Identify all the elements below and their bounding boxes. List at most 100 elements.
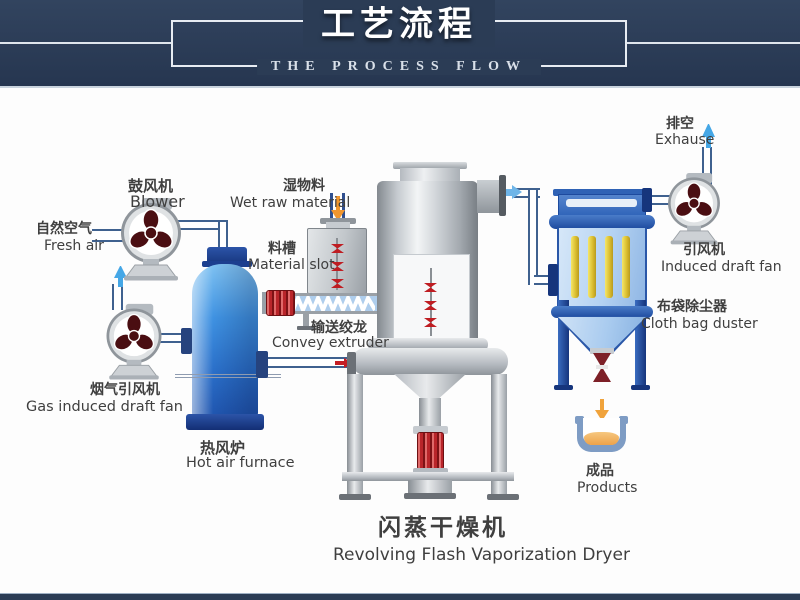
duster-funnel (558, 317, 646, 350)
furnace-body (192, 264, 258, 418)
conveyor-motor (266, 290, 295, 316)
valve-flange (590, 348, 614, 354)
filter-bag-2 (588, 236, 596, 298)
pipe-gasfan-furnace (158, 333, 185, 343)
label-material-slot-en: Material slot (248, 257, 335, 273)
label-fresh-air-zh: 自然空气 (36, 221, 92, 237)
drum-inlet-flange (347, 352, 356, 378)
gas-induced-fan-icon (106, 303, 162, 380)
label-wet-material-zh: 湿物料 (283, 178, 325, 194)
header-left-rule (0, 42, 171, 44)
product-arrow-icon (595, 410, 609, 421)
duster-foot-right (631, 385, 650, 390)
label-blower-en: Blower (130, 192, 185, 211)
dryer-cap-lip (393, 162, 467, 169)
page-title: 工艺流程 (303, 0, 495, 48)
label-induced-fan-en: Induced draft fan (661, 259, 782, 275)
pipe-blower-out-h (178, 220, 228, 230)
dryer-foot-left (339, 494, 371, 500)
dryer-outlet-flange (499, 175, 506, 216)
blower-fan-icon (121, 198, 181, 281)
pipe-gasfan-top (112, 284, 123, 310)
duster-inlet-flange (548, 264, 558, 296)
pipe-dryer-duster-down (528, 190, 538, 285)
exhaust-arrow-icon (702, 124, 715, 137)
dryer-motor (417, 432, 444, 470)
slot-lid (320, 218, 356, 224)
filter-bag-4 (622, 236, 630, 298)
furnace-bracket (175, 374, 281, 378)
label-duster-zh: 布袋除尘器 (657, 299, 727, 315)
duster-bottom-collar (551, 306, 653, 318)
conveyor-foot (297, 326, 315, 330)
label-induced-fan-zh: 引风机 (683, 242, 725, 258)
duster-outlet-flange (642, 188, 652, 212)
label-gas-fan-en: Gas induced draft fan (26, 399, 183, 415)
pipe-exhaust (702, 147, 712, 185)
dryer-motor-topcap (413, 426, 448, 434)
pipe-furnace-dryer (266, 357, 352, 368)
dryer-cap (400, 168, 460, 182)
dryer-drum (352, 348, 508, 375)
label-extruder-en: Convey extruder (272, 335, 389, 351)
furnace-cap (207, 247, 247, 265)
conveyor-motor-cap (262, 292, 267, 314)
duster-lid-lip (553, 189, 651, 196)
dryer-outlet-duct (477, 180, 503, 213)
screw-zigzag-icon (293, 296, 375, 311)
furnace-base (186, 414, 264, 430)
dryer-neck (419, 398, 441, 432)
dryer-leg-left (347, 374, 363, 496)
pipe-blower-out-v (218, 222, 228, 250)
dryer-crossbeam (342, 472, 514, 481)
outlet-arrow-stem (503, 189, 513, 196)
dryer-foot-center (404, 493, 456, 499)
valve-bottom (593, 367, 611, 382)
feed-arrow-icon (331, 210, 345, 221)
furnace-right-flange (256, 351, 268, 378)
exhaust-arrow-stem (706, 136, 711, 148)
page-subtitle: THE PROCESS FLOW (257, 59, 541, 75)
pipe-duster-fan (648, 195, 676, 205)
product-arrow-stem (600, 399, 604, 411)
duster-top-collar (549, 215, 655, 229)
label-dryer-zh: 闪蒸干燥机 (378, 515, 508, 541)
product-material (584, 432, 619, 445)
filter-bag-3 (605, 236, 613, 298)
label-exhaust-en: Exhause (655, 132, 715, 148)
duster-leg-left (558, 300, 569, 388)
gas-up-arrow-stem (118, 277, 123, 287)
conveyor-support (303, 314, 309, 327)
label-furnace-en: Hot air furnace (186, 455, 295, 471)
label-fresh-air-en: Fresh air (44, 238, 104, 254)
induced-draft-fan-icon (668, 173, 720, 245)
label-extruder-zh: 输送绞龙 (311, 320, 367, 336)
feed-pipe-left-line (330, 193, 333, 223)
dryer-motor-stand (408, 480, 452, 494)
outlet-arrow-icon (512, 185, 522, 199)
label-dryer-en: Revolving Flash Vaporization Dryer (333, 545, 630, 565)
dryer-collar (368, 338, 488, 351)
label-blower-zh: 鼓风机 (128, 177, 174, 195)
duster-lid-slot (566, 199, 637, 207)
header-right-rule (627, 42, 800, 44)
screw-conveyor-trough (293, 293, 379, 314)
label-gas-fan-zh: 烟气引风机 (90, 382, 160, 398)
label-exhaust-zh: 排空 (666, 116, 694, 132)
pipe-fresh-air (92, 229, 129, 242)
pipe-dryer-duster-in (534, 275, 554, 285)
duster-leg-right (635, 300, 646, 388)
dryer-foot-right (487, 494, 519, 500)
valve-band (596, 365, 608, 369)
label-products-en: Products (577, 480, 638, 496)
label-material-slot-zh: 料槽 (268, 241, 296, 257)
label-furnace-zh: 热风炉 (200, 439, 246, 457)
filter-bag-1 (571, 236, 579, 298)
pipe-dryer-duster-top (514, 188, 540, 198)
duster-foot-left (554, 385, 573, 390)
dryer-leg-right (491, 374, 507, 496)
feed-arrow-stem (336, 196, 340, 211)
furnace-left-flange (181, 328, 192, 354)
label-products-zh: 成品 (586, 463, 614, 479)
